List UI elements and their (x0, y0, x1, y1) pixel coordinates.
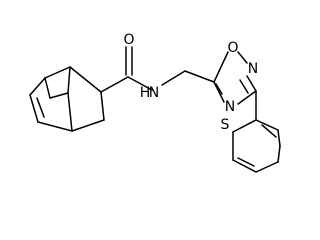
bond (29, 94, 39, 123)
bond (232, 159, 257, 173)
thiophene-ring (232, 119, 281, 173)
double-bond-inner (215, 83, 223, 95)
oxadiazole-nitrogen-label-lower: N (225, 99, 235, 115)
carbonyl-oxygen-label: O (123, 32, 134, 48)
bond (161, 70, 186, 86)
bond (67, 92, 73, 132)
bond (246, 75, 257, 92)
bond (44, 66, 71, 79)
double-bond-inner (239, 79, 249, 94)
bond (69, 66, 102, 93)
bond (49, 92, 69, 99)
bond (184, 70, 215, 83)
bond (277, 145, 281, 163)
bond (255, 161, 279, 173)
bond (277, 129, 281, 147)
oxadiazole-ring (184, 51, 257, 121)
bond (100, 91, 105, 121)
bond (37, 121, 73, 132)
bond (261, 124, 277, 138)
amide-nitrogen-label: N (149, 85, 159, 101)
bond (71, 119, 105, 132)
bond (232, 119, 257, 133)
bond (127, 76, 153, 91)
bond (213, 81, 225, 103)
amide-hydrogen-label: H (140, 85, 151, 101)
bond (237, 90, 257, 105)
bond (44, 77, 51, 99)
bond (100, 76, 129, 93)
molecule-structure: O N H O N N S (29, 32, 281, 173)
bond (213, 51, 229, 83)
bond (29, 77, 46, 96)
double-bond-inner (237, 157, 255, 167)
amide-group (100, 46, 186, 93)
oxadiazole-nitrogen-label-upper: N (248, 61, 258, 77)
double-bond-inner (36, 97, 45, 118)
bond (67, 66, 71, 94)
bond (255, 119, 279, 131)
bond (237, 51, 248, 64)
thiophene-sulfur-label: S (221, 117, 230, 133)
norbornene-ring (29, 66, 105, 132)
oxadiazole-oxygen-label: O (227, 40, 238, 56)
